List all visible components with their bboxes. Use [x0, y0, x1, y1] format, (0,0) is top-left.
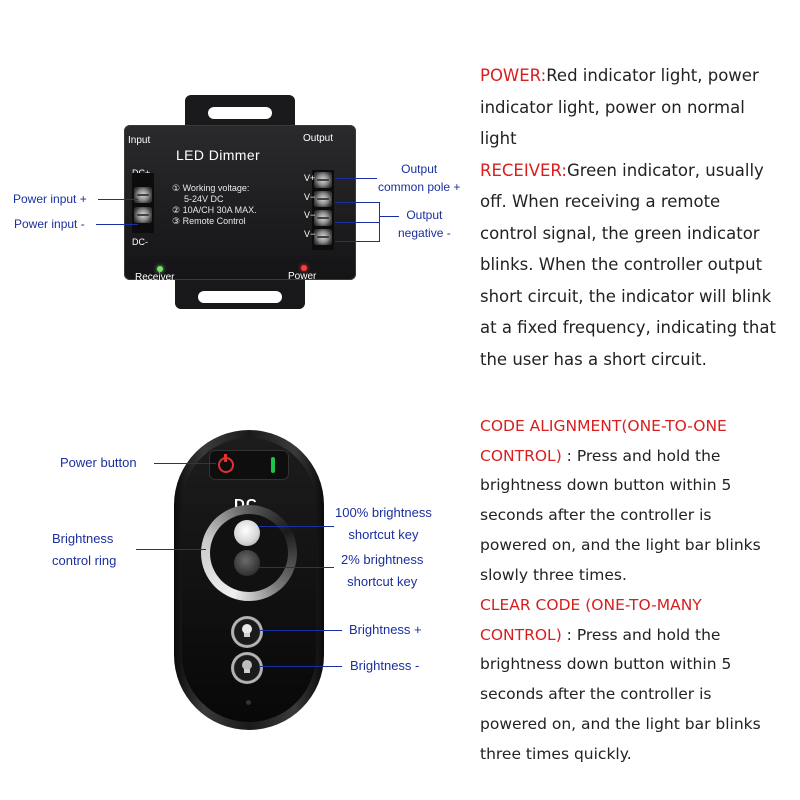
remote-control: DC: [174, 430, 324, 730]
callout-text: control ring: [52, 553, 117, 568]
remote-led-icon: [246, 700, 251, 705]
callout-line: [335, 178, 377, 179]
callout-text: shortcut key: [347, 574, 418, 589]
callout-line: [335, 202, 380, 203]
callout-text: 2% brightness: [341, 552, 424, 567]
receiver-text: Green indicator, usually off. When recei…: [480, 160, 776, 369]
callout-text: negative -: [398, 226, 451, 240]
callout-text: Output: [401, 162, 438, 176]
indicator-description: POWER:Red indicator light, power indicat…: [480, 60, 780, 375]
callout-line: [260, 666, 342, 667]
power-led-icon: [301, 265, 307, 271]
brightness-up-button[interactable]: [231, 616, 263, 648]
on-indicator-icon: [271, 457, 275, 473]
receiver-heading: RECEIVER:: [480, 160, 567, 180]
spec-line: ① Working voltage:: [172, 183, 250, 193]
screw-terminal-icon: [314, 172, 332, 188]
v-label: V−: [304, 210, 316, 220]
screw-terminal-icon: [134, 207, 152, 223]
callout-line: [258, 526, 334, 527]
callout-text: Output: [406, 208, 443, 222]
callout-line: [335, 241, 380, 242]
callout-line: [335, 222, 380, 223]
callout-text: 100% brightness: [335, 505, 432, 520]
power-heading: POWER:: [480, 66, 547, 85]
spec-line: ③ Remote Control: [172, 216, 246, 226]
power-text: Red indicator light, power indicator lig…: [480, 66, 759, 148]
callout-text: Brightness: [52, 531, 114, 546]
callout-brightness-ring: Brightness control ring: [52, 528, 116, 572]
callout-line: [260, 630, 342, 631]
callout-2-key: 2% brightness shortcut key: [341, 549, 423, 593]
clear-code-section: CLEAR CODE (ONE-TO-MANY CONTROL) : Press…: [480, 591, 780, 769]
output-terminal-block: [312, 170, 334, 250]
device-title: LED Dimmer: [176, 147, 261, 163]
power-label: Power: [288, 271, 317, 282]
callout-line: [154, 463, 216, 464]
input-terminal-block: [132, 173, 154, 233]
callout-line: [379, 216, 399, 217]
receiver-led-icon: [157, 266, 163, 272]
screw-terminal-icon: [134, 187, 152, 203]
input-label: Input: [128, 135, 151, 146]
callout-brightness-down: Brightness -: [350, 658, 420, 673]
callout-bracket: [379, 202, 380, 242]
callout-brightness-up: Brightness +: [349, 622, 422, 637]
code-alignment-heading: CODE ALIGNMENT(ONE-TO-ONE CONTROL): [480, 417, 727, 465]
callout-text: shortcut key: [348, 527, 419, 542]
output-label: Output: [303, 133, 334, 144]
callout-line: [258, 567, 334, 568]
bulb-icon: [241, 624, 253, 638]
callout-100-key: 100% brightness shortcut key: [335, 502, 432, 546]
callout-power-input-plus: Power input +: [13, 192, 87, 206]
device-specs: ① Working voltage: 5-24V DC ② 10A/CH 30A…: [172, 183, 257, 227]
brightness-2-key[interactable]: [234, 550, 260, 576]
bulb-icon: [241, 660, 253, 674]
v-label: V−: [304, 192, 316, 202]
clear-code-text: : Press and hold the brightness down but…: [480, 625, 761, 763]
code-alignment-text: : Press and hold the brightness down but…: [480, 446, 761, 584]
callout-power-input-minus: Power input -: [14, 217, 85, 231]
mounting-slot-top: [208, 107, 272, 119]
clear-code-heading: CLEAR CODE (ONE-TO-MANY CONTROL): [480, 596, 702, 644]
code-alignment-section: CODE ALIGNMENT(ONE-TO-ONE CONTROL) : Pre…: [480, 412, 780, 590]
callout-output-negative: Output negative -: [398, 204, 451, 244]
dc-minus-label: DC-: [132, 237, 148, 247]
callout-line: [136, 549, 206, 550]
spec-line: 5-24V DC: [184, 194, 224, 204]
receiver-label: Receiver: [135, 272, 175, 283]
screw-terminal-icon: [314, 191, 332, 207]
spec-line: ② 10A/CH 30A MAX.: [172, 205, 257, 215]
v-label: V−: [304, 229, 316, 239]
mounting-slot-bottom: [198, 291, 282, 303]
screw-terminal-icon: [314, 210, 332, 226]
screw-terminal-icon: [314, 229, 332, 245]
callout-power-button: Power button: [60, 455, 137, 470]
callout-line: [98, 199, 138, 200]
power-button-icon[interactable]: [218, 454, 234, 473]
callout-output-common: Output common pole +: [378, 158, 460, 198]
brightness-down-button[interactable]: [231, 652, 263, 684]
callout-line: [96, 224, 138, 225]
brightness-100-key[interactable]: [234, 520, 260, 546]
led-dimmer-device: Input Output LED Dimmer DC+ DC- ① Workin…: [100, 95, 380, 320]
callout-text: common pole +: [378, 180, 461, 194]
v-label: V+: [304, 173, 316, 183]
